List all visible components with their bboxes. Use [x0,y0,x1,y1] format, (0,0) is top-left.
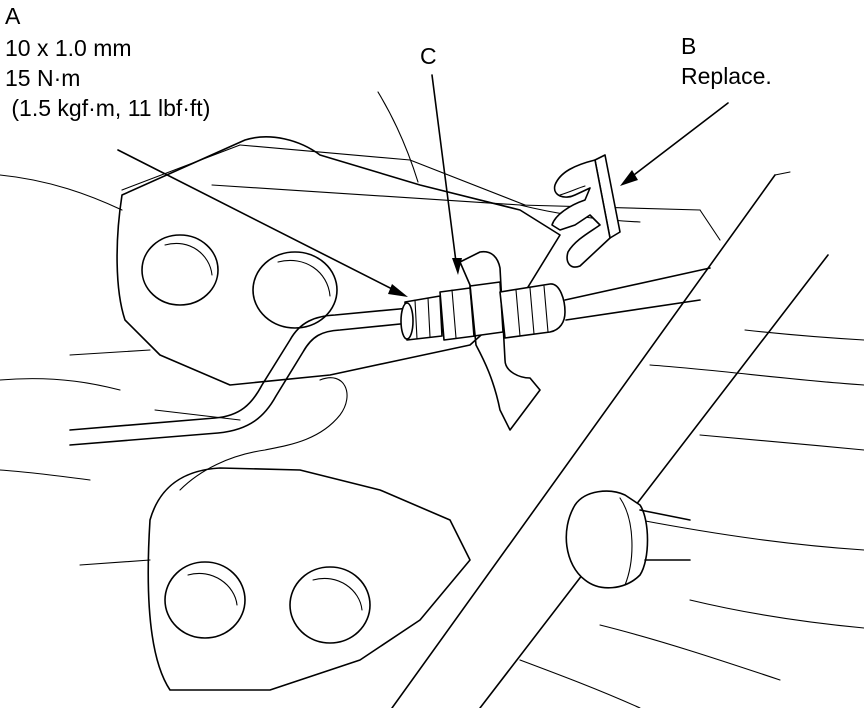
mounting-tab [459,250,541,431]
rail-member [391,171,829,708]
leader-lines [117,74,729,297]
grommet [565,490,691,589]
hose-fitting [439,281,504,341]
flare-nut [400,295,443,341]
callout-a-thread-size: 10 x 1.0 mm [5,35,132,61]
callout-b-letter: B [681,33,697,59]
callout-b-note: Replace. [681,63,772,89]
callout-a-letter: A [5,3,21,29]
brake-hose [499,267,711,339]
brake-pipe [69,307,411,446]
frame-background-lines [0,91,864,708]
retaining-clip [551,154,621,268]
lower-bracket [147,377,471,691]
callout-a-torque-alt: (1.5 kgf·m, 11 lbf·ft) [5,95,211,121]
callout-a-torque-nm: 15 N·m [5,65,81,91]
callout-c-letter: C [420,43,437,69]
upper-bracket [116,136,561,386]
